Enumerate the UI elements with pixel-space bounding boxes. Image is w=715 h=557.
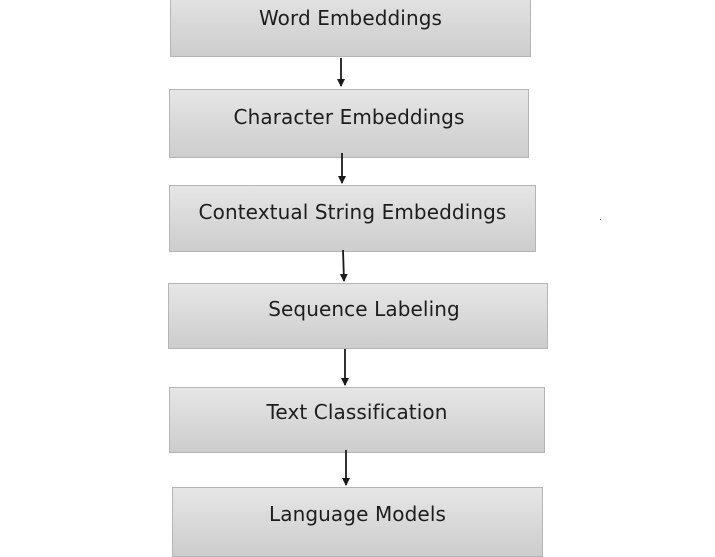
step-label: Contextual String Embeddings: [198, 199, 507, 224]
step-label: Word Embeddings: [258, 5, 443, 30]
step-label: Sequence Labeling: [268, 297, 460, 321]
step-character-embeddings: Character Embeddings: [169, 89, 529, 158]
step-text-classification: Text Classification: [169, 387, 545, 453]
step-contextual-string-embeddings: Contextual String Embeddings: [169, 185, 536, 252]
step-label: Text Classification: [266, 400, 448, 424]
step-sequence-labeling: Sequence Labeling: [168, 283, 548, 349]
step-language-models: Language Models: [172, 487, 543, 557]
step-label: Language Models: [268, 502, 447, 526]
step-word-embeddings: Word Embeddings: [170, 0, 531, 57]
stray-dot: [600, 219, 601, 220]
arrow-3: [339, 249, 348, 282]
step-label: Character Embeddings: [233, 104, 465, 129]
